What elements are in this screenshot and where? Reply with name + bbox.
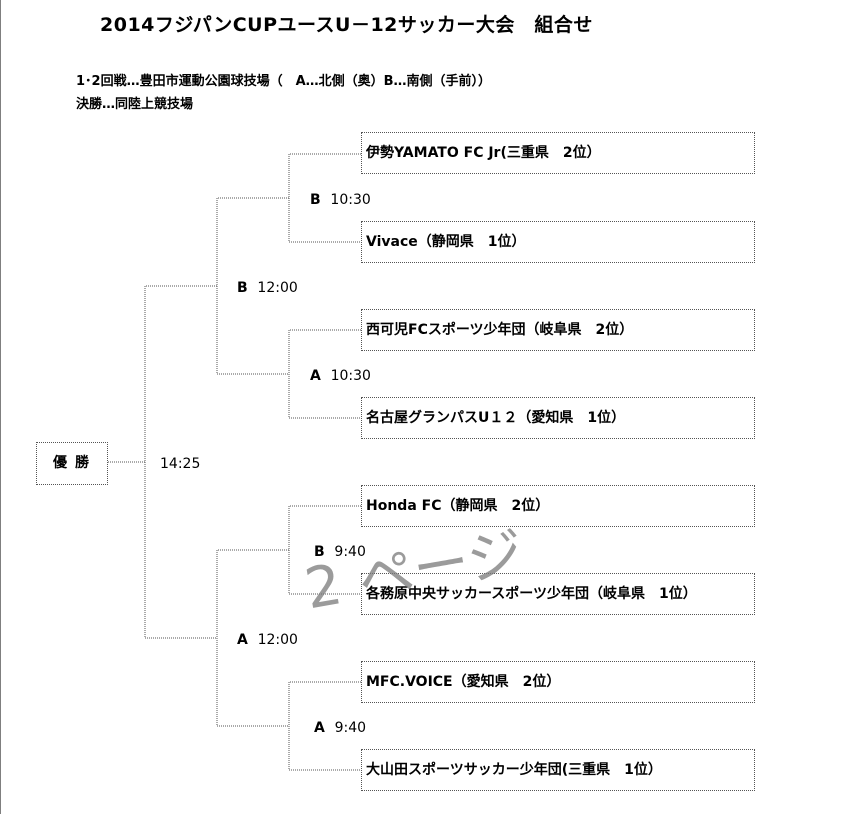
match-court: A xyxy=(314,720,325,736)
match-court: A xyxy=(237,632,248,648)
match-time: 9:40 xyxy=(334,544,366,560)
team-slot-1: 伊勢YAMATO FC Jr(三重県 2位） xyxy=(361,132,755,174)
bracket-line-r1-2 xyxy=(288,329,361,419)
match-r1-2-label: A 10:30 xyxy=(310,368,371,384)
team-slot-8: 大山田スポーツサッカー少年団(三重県 1位） xyxy=(361,749,755,791)
team-slot-5: Honda FC（静岡県 2位） xyxy=(361,485,755,527)
team-slot-6: 各務原中央サッカースポーツ少年団（岐阜県 1位） xyxy=(361,573,755,615)
team-slot-4: 名古屋グランパスU１２（愛知県 1位） xyxy=(361,397,755,439)
team-slot-2: Vivace（静岡県 1位） xyxy=(361,221,755,263)
bracket-line-r1-4 xyxy=(288,681,361,771)
team-slot-7: MFC.VOICE（愛知県 2位） xyxy=(361,661,755,703)
match-time: 12:00 xyxy=(257,632,298,648)
match-time: 12:00 xyxy=(257,280,298,296)
page-title: 2014フジパンCUPユースU－12サッカー大会 組合せ xyxy=(100,14,593,36)
bracket-line-r2-2 xyxy=(216,549,289,727)
match-court: B xyxy=(314,544,325,560)
match-time: 10:30 xyxy=(330,368,371,384)
match-time: 9:40 xyxy=(334,720,367,736)
team-slot-3: 西可児FCスポーツ少年団（岐阜県 2位） xyxy=(361,309,755,351)
match-court: A xyxy=(310,368,321,384)
match-r1-3-label: B 9:40 xyxy=(314,544,366,560)
final-match-time: 14:25 xyxy=(160,456,201,472)
match-time: 10:30 xyxy=(330,192,371,208)
champion-box: 優勝 xyxy=(36,442,108,485)
match-court: B xyxy=(310,192,321,208)
venue-info-round1-2: 1･2回戦…豊田市運動公園球技場（ A…北側（奥）B…南側（手前）） xyxy=(76,74,492,89)
match-r1-4-label: A 9:40 xyxy=(314,720,366,736)
match-r1-1-label: B 10:30 xyxy=(310,192,371,208)
match-r2-2-label: A 12:00 xyxy=(237,632,298,648)
match-r2-1-label: B 12:00 xyxy=(237,280,298,296)
match-court: B xyxy=(237,280,248,296)
venue-info-final: 決勝…同陸上競技場 xyxy=(76,97,194,112)
